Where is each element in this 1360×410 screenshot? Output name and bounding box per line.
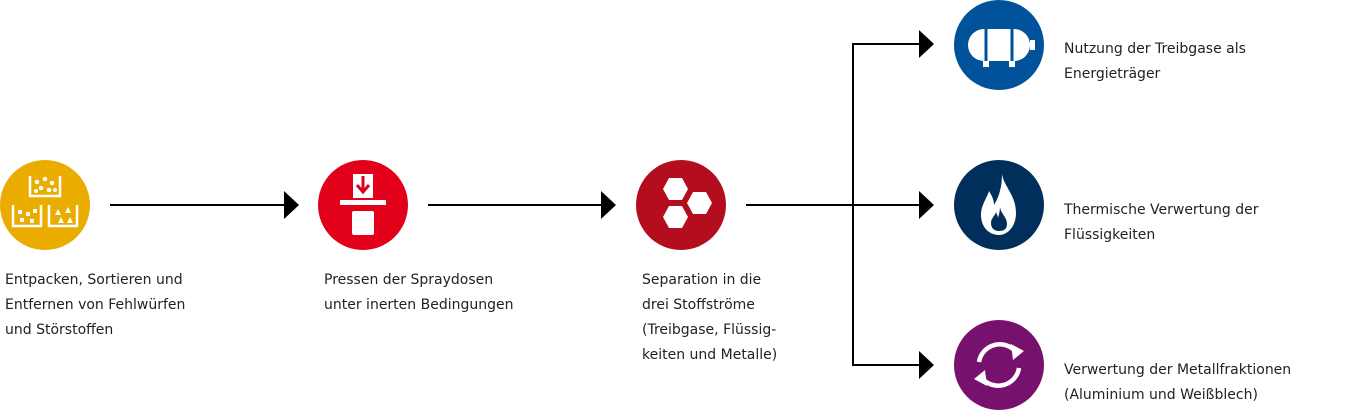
arrowhead-output3: [919, 351, 934, 379]
step3-label: Separation in die drei Stoffströme (Trei…: [642, 268, 777, 368]
output3-label-line: Verwertung der Metallfraktionen: [1064, 362, 1292, 378]
sorting-containers-icon: [11, 176, 79, 228]
output1-label-line: Energieträger: [1064, 66, 1161, 82]
output3-label: Verwertung der Metallfraktionen (Alumini…: [1064, 358, 1291, 408]
arrow-step2-to-step3: [428, 191, 616, 219]
step2-label-line: Pressen der Spraydosen: [324, 272, 494, 288]
hexagons-separation-icon: [663, 178, 712, 228]
step3-circle: [636, 160, 726, 250]
step1-label: Entpacken, Sortieren und Entfernen von F…: [5, 268, 185, 343]
flame-icon: [981, 174, 1016, 235]
output1-circle: [954, 0, 1044, 90]
gas-tank-icon: [968, 29, 1035, 67]
step2-label: Pressen der Spraydosen unter inerten Bed…: [324, 268, 514, 318]
step3-label-line: drei Stoffströme: [642, 297, 755, 313]
output2-label-line: Flüssigkeiten: [1064, 227, 1156, 243]
step3-label-line: (Treibgase, Flüssig-: [642, 322, 777, 338]
arrowhead-output2: [919, 191, 934, 219]
step1-circle: [0, 160, 90, 250]
arrow-step1-to-step2: [110, 191, 299, 219]
output2-circle: [954, 160, 1044, 250]
step2-label-line: unter inerten Bedingungen: [324, 297, 514, 313]
step2-circle: [318, 160, 408, 250]
recycle-arrows-icon: [974, 342, 1024, 388]
output1-label-line: Nutzung der Treibgase als: [1064, 41, 1246, 57]
step3-label-line: Separation in die: [642, 272, 762, 288]
step3-label-line: keiten und Metalle): [642, 347, 778, 363]
arrowhead-output1: [919, 30, 934, 58]
output3-circle: [954, 320, 1044, 410]
step1-label-line: Entfernen von Fehlwürfen: [5, 297, 186, 313]
step1-label-line: und Störstoffen: [5, 322, 114, 338]
press-icon: [340, 174, 386, 235]
output3-label-line: (Aluminium und Weißblech): [1064, 387, 1258, 403]
branch-arrows: [746, 30, 934, 379]
output2-label-line: Thermische Verwertung der: [1064, 202, 1259, 218]
step1-label-line: Entpacken, Sortieren und: [5, 272, 183, 288]
output1-label: Nutzung der Treibgase als Energieträger: [1064, 37, 1246, 87]
output2-label: Thermische Verwertung der Flüssigkeiten: [1064, 198, 1259, 248]
